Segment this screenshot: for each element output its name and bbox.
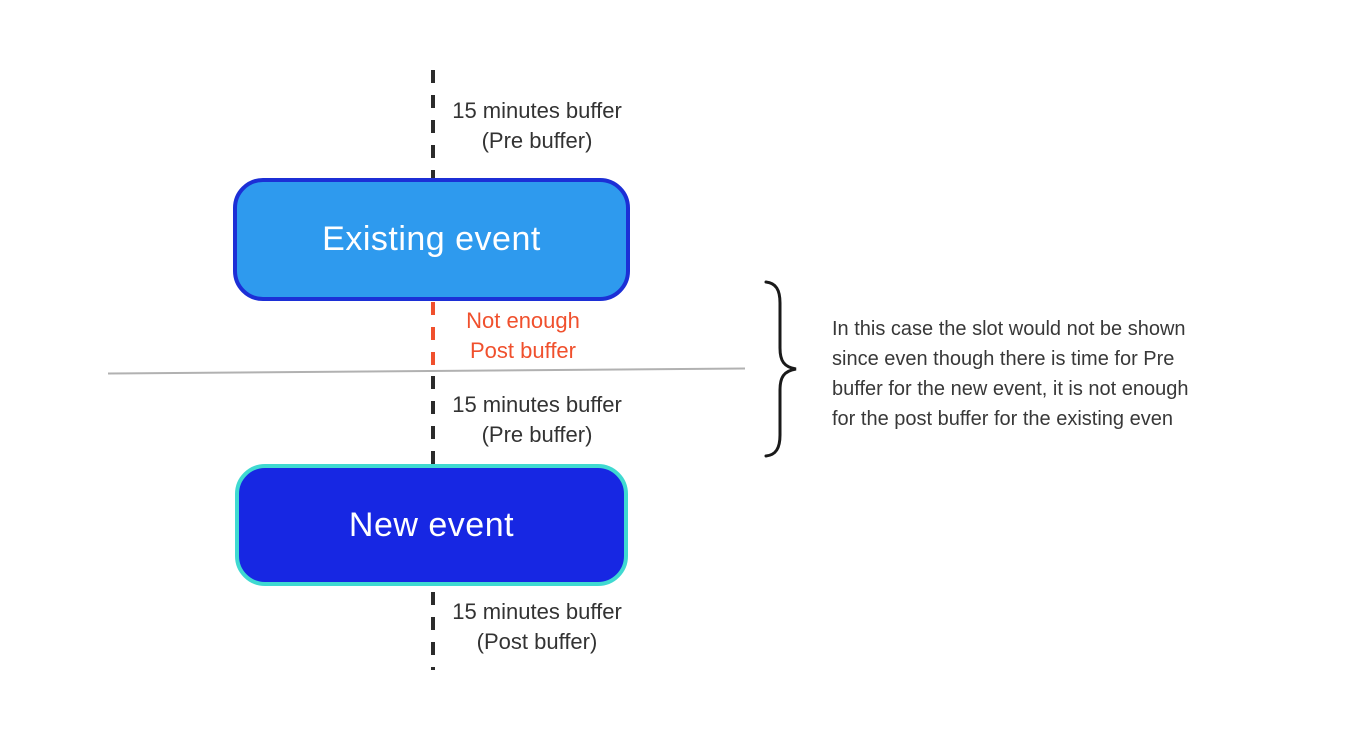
new-event-label: New event [348, 505, 515, 544]
conflict-label-line: Not enough [466, 308, 580, 333]
buffer-label-line: (Pre buffer) [481, 422, 593, 447]
conflict-label-line: Post buffer [470, 338, 576, 363]
buffer-label-line: 15 minutes buffer [452, 599, 622, 624]
existing-event-label: Existing event [322, 220, 541, 258]
pre-buffer-label-top: 15 minutes buffer (Pre buffer) [437, 96, 637, 156]
existing-event-box: Existing event [233, 178, 630, 301]
annotation-text: In this case the slot would not be shown… [832, 314, 1262, 434]
annotation-line: since even though there is time for Pre [832, 348, 1175, 370]
annotation-line: In this case the slot would not be shown [832, 318, 1186, 340]
not-enough-post-buffer-label: Not enough Post buffer [437, 306, 609, 366]
pre-buffer-label-middle: 15 minutes buffer (Pre buffer) [437, 390, 637, 450]
pre-buffer-dashed-line-middle [431, 376, 435, 466]
post-buffer-label-bottom: 15 minutes buffer (Post buffer) [437, 597, 637, 657]
post-buffer-dashed-line-bottom [431, 592, 435, 670]
annotation-line: for the post buffer for the existing eve… [832, 408, 1173, 430]
annotation-line: buffer for the new event, it is not enou… [832, 378, 1189, 400]
buffer-label-line: (Pre buffer) [481, 128, 593, 153]
curly-brace-icon [764, 280, 797, 458]
pre-buffer-dashed-line-top [431, 70, 435, 180]
curly-brace-path [764, 280, 797, 458]
buffer-label-line: 15 minutes buffer [452, 392, 622, 417]
buffer-label-line: 15 minutes buffer [452, 98, 622, 123]
slot-divider-line [108, 367, 745, 375]
not-enough-post-buffer-dashed-line [431, 302, 435, 368]
buffer-label-line: (Post buffer) [476, 629, 598, 654]
new-event-box: New event [235, 464, 628, 586]
